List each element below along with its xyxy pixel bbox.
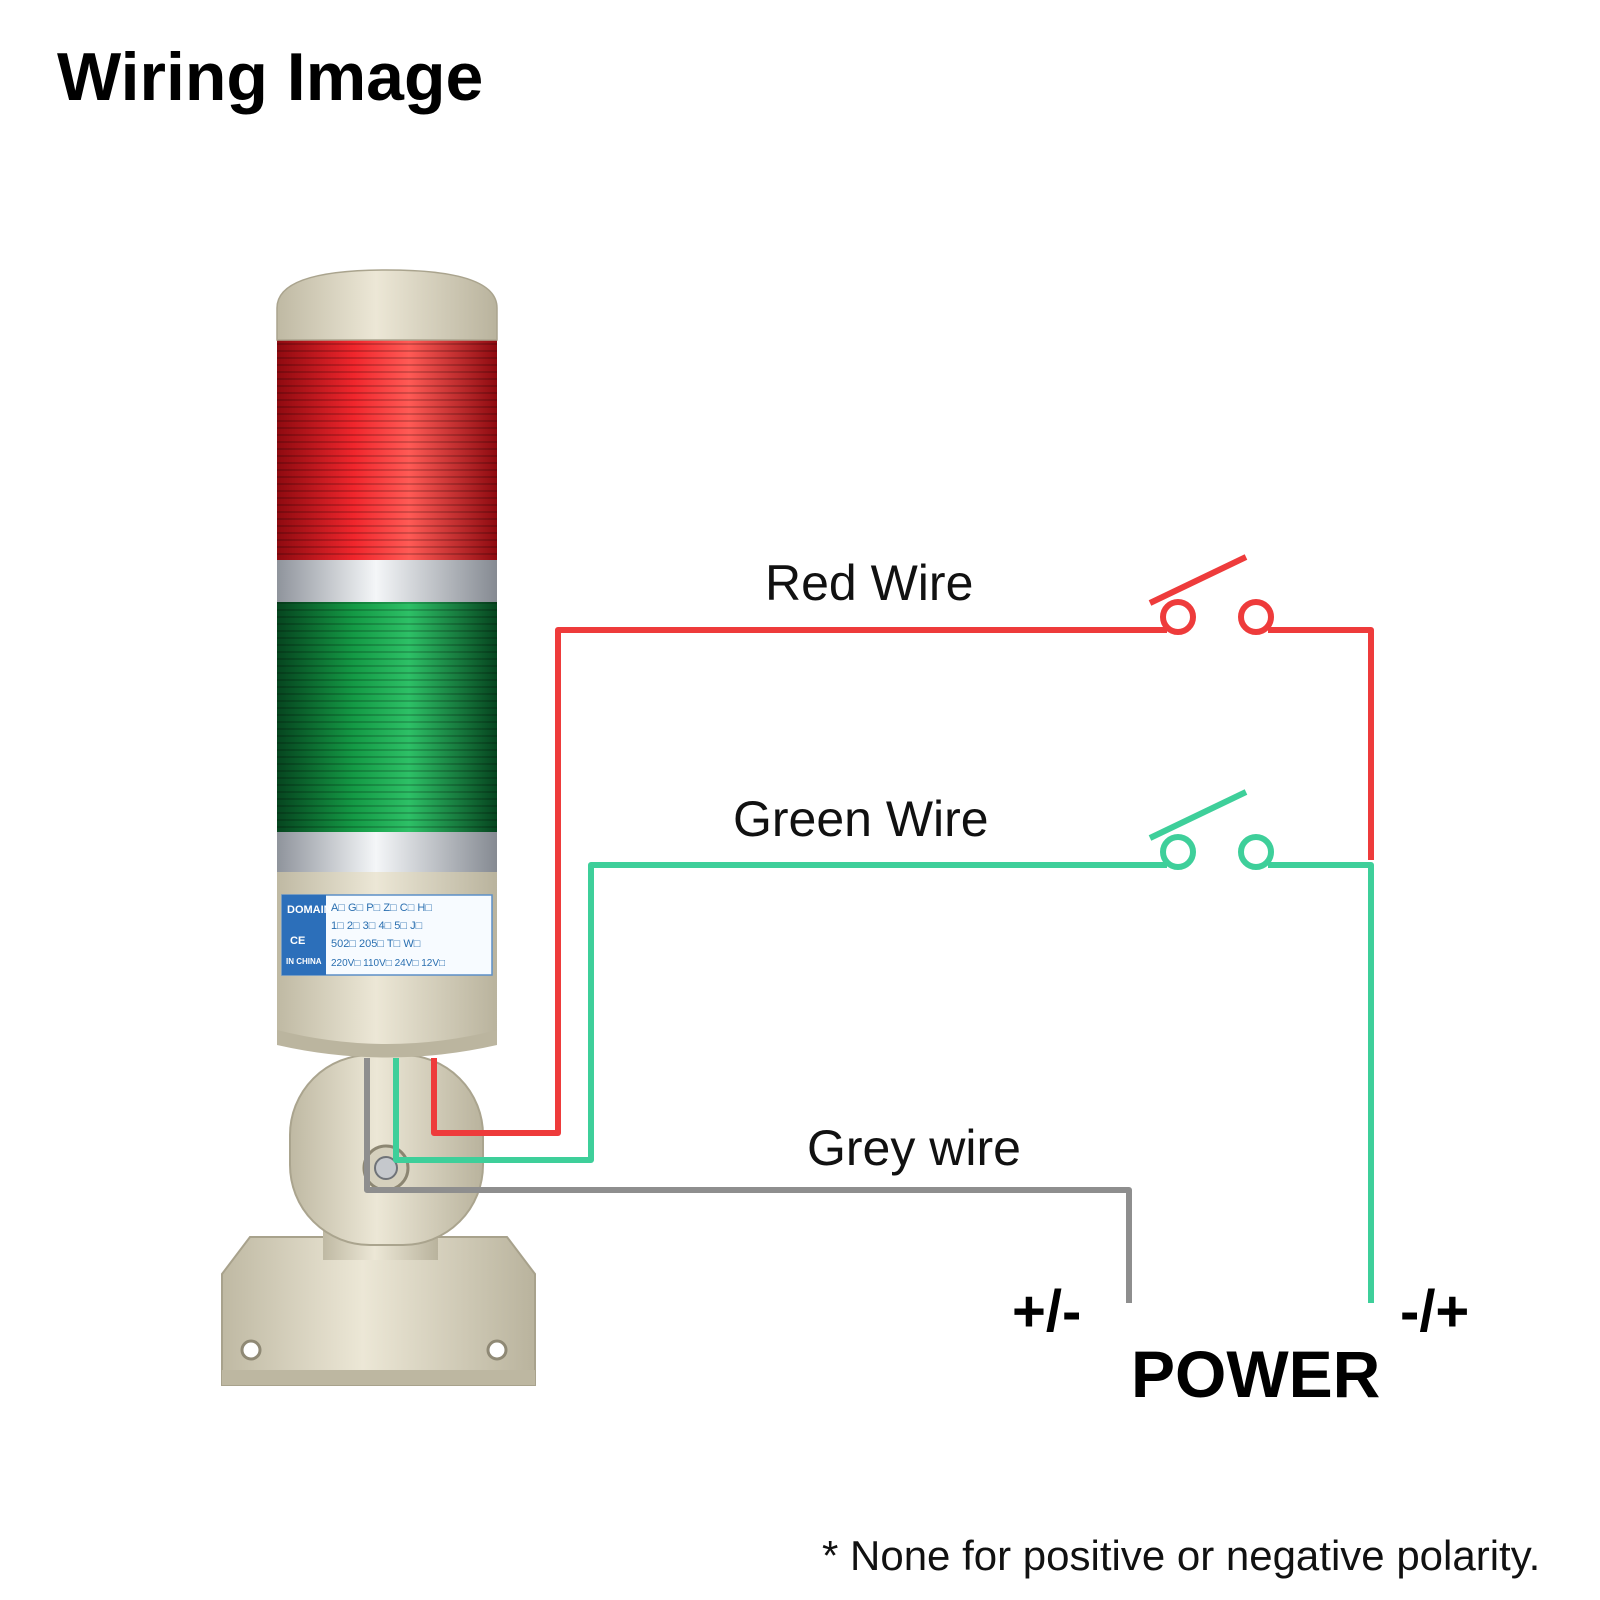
green-wire-return <box>1268 862 1374 1303</box>
power-terminal-right: -/+ <box>1400 1279 1469 1344</box>
spec-row: A□ G□ P□ Z□ C□ H□ <box>331 902 432 914</box>
green-wire-label: Green Wire <box>733 791 989 847</box>
switch-lever <box>1148 554 1248 606</box>
switch-lever <box>1148 789 1248 841</box>
grey-wire-label: Grey wire <box>807 1120 1021 1176</box>
polarity-footnote: * None for positive or negative polarity… <box>822 1532 1540 1579</box>
separator-ring <box>277 830 497 872</box>
power-label: POWER <box>1131 1337 1380 1411</box>
spec-row: 1□ 2□ 3□ 4□ 5□ J□ <box>331 920 423 932</box>
red-wire <box>431 627 1167 1136</box>
tower-cap <box>276 269 498 341</box>
ce-mark: CE <box>290 935 305 947</box>
origin-label: IN CHINA <box>286 957 322 966</box>
switch-contact <box>1160 599 1196 635</box>
spec-row: 502□ 205□ T□ W□ <box>331 938 421 950</box>
mount-hole-right <box>486 1339 508 1361</box>
switch-contact <box>1160 834 1196 870</box>
red-wire-switch[interactable] <box>1148 554 1274 635</box>
brand-label: DOMAIN <box>287 904 332 916</box>
grey-wire <box>364 1058 1132 1303</box>
red-wire-label: Red Wire <box>765 555 973 611</box>
green-wire-switch[interactable] <box>1148 789 1274 870</box>
green-wire <box>393 862 1167 1163</box>
page-title: Wiring Image <box>57 39 483 115</box>
switch-contact <box>1238 599 1274 635</box>
wires <box>364 627 1374 1303</box>
red-wire-return <box>1268 627 1374 860</box>
pivot-screw <box>374 1156 398 1180</box>
switch-contact <box>1238 834 1274 870</box>
mount-hole-left <box>240 1339 262 1361</box>
spec-row: 220V□ 110V□ 24V□ 12V□ <box>331 958 445 969</box>
separator-ring <box>277 558 497 602</box>
signal-tower-light: DOMAIN CE IN CHINA A□ G□ P□ Z□ C□ H□ 1□ … <box>221 269 536 1386</box>
power-terminal-left: +/- <box>1012 1279 1081 1344</box>
